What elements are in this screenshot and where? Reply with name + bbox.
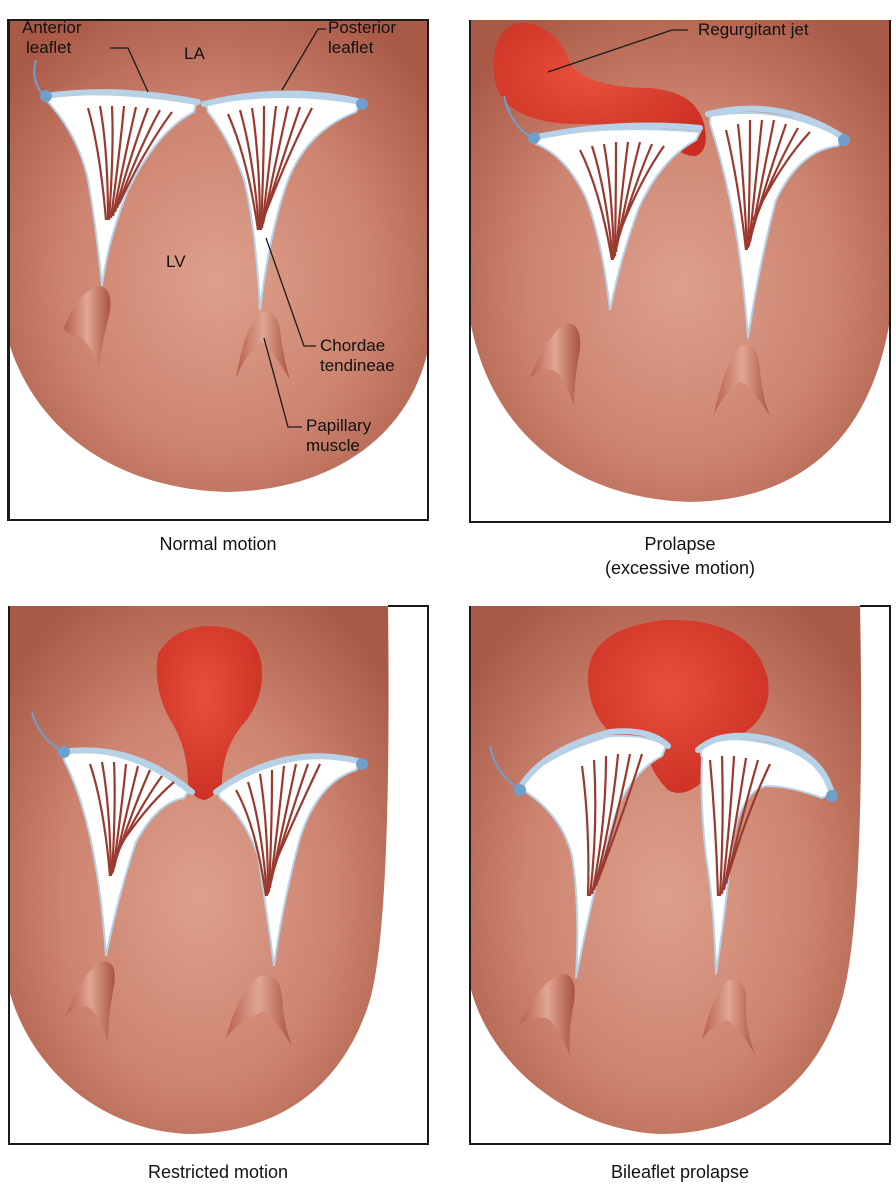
caption-restricted-motion: Restricted motion	[8, 1160, 428, 1184]
caption-normal-motion: Normal motion	[8, 532, 428, 556]
label-regurgitant-jet: Regurgitant jet	[698, 20, 809, 40]
label-posterior-leaflet: Posterior leaflet	[328, 18, 396, 58]
bileaflet-prolapse-illustration	[470, 606, 890, 1144]
caption-prolapse: Prolapse (excessive motion)	[470, 532, 890, 580]
caption-bileaflet-prolapse: Bileaflet prolapse	[470, 1160, 890, 1184]
label-anterior-leaflet: Anterior leaflet	[22, 18, 82, 58]
label-chordae-tendineae: Chordae tendineae	[320, 336, 395, 376]
label-papillary-muscle: Papillary muscle	[306, 416, 371, 456]
label-la: LA	[184, 44, 205, 64]
label-lv: LV	[166, 252, 186, 272]
prolapse-illustration	[470, 20, 890, 522]
panel-bileaflet-prolapse	[470, 606, 890, 1144]
panel-restricted-motion	[8, 606, 428, 1144]
panel-prolapse: Regurgitant jet	[470, 20, 890, 522]
panel-normal-motion: Anterior leaflet LA Posterior leaflet LV…	[8, 20, 428, 520]
restricted-motion-illustration	[8, 606, 428, 1144]
